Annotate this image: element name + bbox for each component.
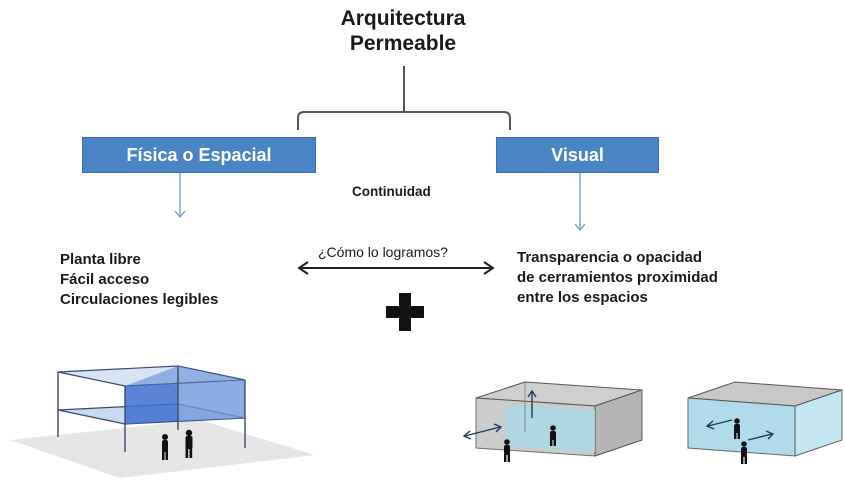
visual-box: Visual [496,137,659,173]
left-list-item: Fácil acceso [60,271,150,288]
fisica-espacial-box: Física o Espacial [82,137,316,173]
question-label: ¿Cómo lo logramos? [318,244,448,260]
title-line-2: Permeable [349,32,457,55]
left-list-item: Planta libre [60,251,141,268]
right-down-arrow [574,172,586,232]
double-arrow [297,261,495,275]
center-label: Continuidad [352,184,431,199]
title-line-1: Arquitectura [340,7,466,30]
diagram-title: Arquitectura Permeable [300,6,506,56]
tree-connector [297,66,511,130]
right-list-item: de cerramientos proximidad [517,269,718,286]
left-down-arrow [174,172,186,219]
glass-box-illustration [687,381,843,464]
plus-icon [386,293,424,331]
right-list-item: Transparencia o opacidad [517,249,703,266]
left-list-item: Circulaciones legibles [60,291,219,308]
grey-box-illustration [462,381,643,462]
people-figures [162,429,193,460]
right-list-item: entre los espacios [517,289,648,306]
open-plan-illustration [10,365,315,478]
